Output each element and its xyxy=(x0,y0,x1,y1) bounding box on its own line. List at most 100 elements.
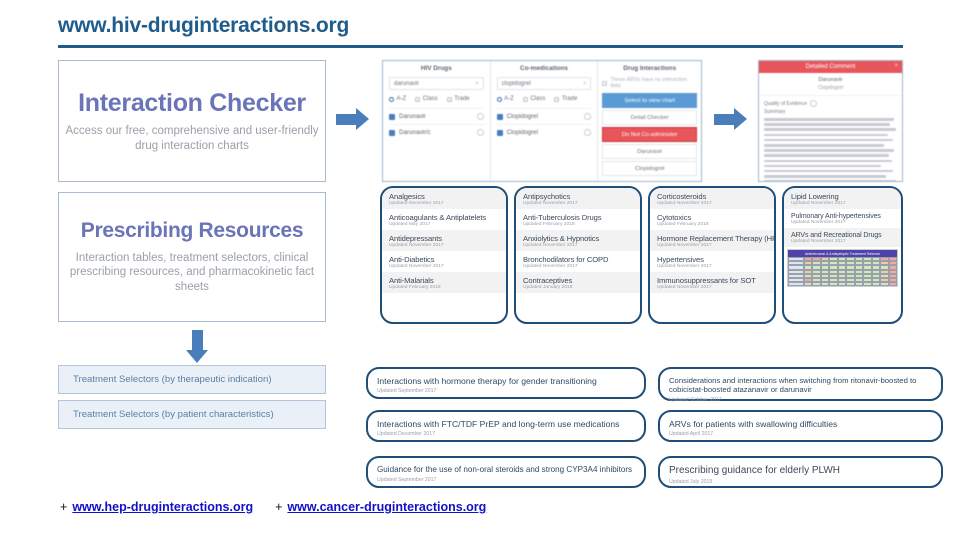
category-item[interactable]: Antipsychotics Updated November 2017 xyxy=(516,188,640,209)
list-item[interactable]: Darunavir/c xyxy=(389,124,484,140)
category-item[interactable]: ARVs and Recreational Drugs Updated Nove… xyxy=(784,228,901,247)
category-item[interactable]: Pulmonary Anti-hypertensives Updated Nov… xyxy=(784,209,901,228)
info-icon[interactable] xyxy=(476,113,484,120)
search-input[interactable]: darunavir × xyxy=(389,77,484,90)
link-hep-druginteractions[interactable]: www.hep-druginteractions.org xyxy=(72,500,254,514)
result-button-select-chart[interactable]: Select to view chart xyxy=(602,93,698,108)
category-item[interactable]: Anticoagulants & Antiplatelets Updated M… xyxy=(382,209,506,230)
category-name: Corticosteroids xyxy=(657,191,707,201)
treatment-selector-patient-characteristics[interactable]: Treatment Selectors (by patient characte… xyxy=(58,400,326,429)
filter-trade[interactable]: Trade xyxy=(554,96,577,102)
filter-trade[interactable]: Trade xyxy=(446,96,470,102)
filter-radios[interactable]: A-Z Class Trade xyxy=(389,96,484,102)
filter-az[interactable]: A-Z xyxy=(389,96,406,102)
result-button-detail-checker[interactable]: Detail Checker xyxy=(602,110,698,125)
category-group-3: Corticosteroids Updated November 2017 Cy… xyxy=(648,186,776,324)
resource-card-elderly-plwh[interactable]: Prescribing guidance for elderly PLWH Up… xyxy=(658,456,943,488)
resource-card-non-oral-steroids[interactable]: Guidance for the use of non-oral steroid… xyxy=(366,456,646,488)
resource-date: Updated July 2019 xyxy=(669,479,713,486)
filter-label: Trade xyxy=(454,96,470,102)
filter-radios[interactable]: A-Z Class Trade xyxy=(496,96,592,102)
clear-icon[interactable]: × xyxy=(475,80,479,87)
resource-card-prep-long-term[interactable]: Interactions with FTC/TDF PrEP and long-… xyxy=(366,410,646,442)
card-prescribing-resources[interactable]: Prescribing Resources Interaction tables… xyxy=(58,192,326,322)
category-item[interactable]: Contraceptives Updated January 2018 xyxy=(516,272,640,293)
list-item[interactable]: Clopidogrel xyxy=(496,108,592,124)
category-item[interactable]: Immunosuppressants for SOT Updated Novem… xyxy=(650,272,774,293)
checkbox-checked-icon[interactable] xyxy=(496,113,503,120)
screenshot-detailed-comment[interactable]: Detailed Comment × Darunavir Clopidogrel… xyxy=(758,60,903,182)
info-icon[interactable] xyxy=(476,129,484,136)
search-value: darunavir xyxy=(394,80,420,87)
category-item[interactable]: Hypertensives Updated November 2017 xyxy=(650,251,774,272)
category-item[interactable]: Lipid Lowering Updated November 2017 xyxy=(784,188,901,209)
bottom-link-hep-group: + www.hep-druginteractions.org xyxy=(60,500,253,514)
category-date: Updated November 2017 xyxy=(389,243,444,248)
category-date: Updated February 2018 xyxy=(657,222,709,227)
treatment-selector-therapeutic-indication[interactable]: Treatment Selectors (by therapeutic indi… xyxy=(58,365,326,394)
filter-class[interactable]: Class xyxy=(415,96,438,102)
clear-icon[interactable]: × xyxy=(582,80,587,87)
filter-label: A-Z xyxy=(504,96,514,102)
category-name: Lipid Lowering xyxy=(791,191,839,201)
category-item[interactable]: Anti-Tuberculosis Drugs Updated February… xyxy=(516,209,640,230)
category-date: Updated November 2017 xyxy=(523,201,578,206)
category-item[interactable]: Corticosteroids Updated November 2017 xyxy=(650,188,774,209)
category-group-1: Analgesics Updated December 2017 Anticoa… xyxy=(380,186,508,324)
close-icon[interactable]: × xyxy=(894,63,898,69)
resource-card-cobicistat-switch[interactable]: Considerations and interactions when swi… xyxy=(658,367,943,403)
resource-card-swallowing-difficulties[interactable]: ARVs for patients with swallowing diffic… xyxy=(658,410,943,442)
category-item[interactable]: Analgesics Updated December 2017 xyxy=(382,188,506,209)
arrow-right-icon xyxy=(714,108,748,131)
checkbox-checked-icon[interactable] xyxy=(389,129,395,136)
link-cancer-druginteractions[interactable]: www.cancer-druginteractions.org xyxy=(287,500,487,514)
resource-date: Updated September 2017 xyxy=(377,476,437,483)
category-name: Immunosuppressants for SOT xyxy=(657,275,756,285)
filter-az[interactable]: A-Z xyxy=(496,96,514,102)
category-item[interactable]: Cytotoxics Updated February 2018 xyxy=(650,209,774,230)
list-item[interactable]: Clopidogrel xyxy=(496,124,592,140)
quality-label: Quality of Evidence xyxy=(764,100,808,107)
radio-off-icon xyxy=(554,96,560,102)
category-item[interactable]: Anxiolytics & Hypnotics Updated November… xyxy=(516,230,640,251)
info-icon[interactable] xyxy=(810,100,818,107)
doc-body-text xyxy=(759,117,902,181)
result-button-darunavir[interactable]: Darunavir xyxy=(602,144,698,159)
card-interaction-checker[interactable]: Interaction Checker Access our free, com… xyxy=(58,60,326,182)
category-date: Updated December 2017 xyxy=(389,201,444,206)
info-icon[interactable] xyxy=(584,129,592,136)
checker-column-co-medications: Co-medications clopidogrel × A-Z Class T… xyxy=(491,61,599,181)
checkbox-checked-icon[interactable] xyxy=(389,113,395,120)
category-item[interactable]: Anti-Diabetics Updated November 2017 xyxy=(382,251,506,272)
category-group-2: Antipsychotics Updated November 2017 Ant… xyxy=(514,186,642,324)
resource-card-hormone-therapy[interactable]: Interactions with hormone therapy for ge… xyxy=(366,367,646,399)
category-item[interactable]: Bronchodilators for COPD Updated Novembe… xyxy=(516,251,640,272)
category-group-4: Lipid Lowering Updated November 2017 Pul… xyxy=(782,186,903,324)
category-date: Updated November 2017 xyxy=(389,264,444,269)
list-item[interactable]: Darunavir xyxy=(389,108,484,124)
category-date: Updated November 2017 xyxy=(657,264,712,269)
checker-column-results: Drug Interactions These ARVs have no int… xyxy=(598,61,701,181)
category-name: Bronchodilators for COPD xyxy=(523,254,609,264)
screenshot-interaction-checker[interactable]: HIV Drugs darunavir × A-Z Class Trade Da… xyxy=(382,60,702,182)
checkbox-checked-icon[interactable] xyxy=(496,129,503,136)
category-date: Updated November 2017 xyxy=(791,239,846,244)
resource-date: Updated September 2017 xyxy=(377,388,437,395)
category-item[interactable]: Hormone Replacement Therapy (HRT) Update… xyxy=(650,230,774,251)
summary-label: Summary xyxy=(764,109,786,115)
category-item[interactable]: Anti-Malarials Updated February 2018 xyxy=(382,272,506,293)
drug-name: Darunavir xyxy=(399,113,426,120)
treatment-selector-thumbnail[interactable]: Antiretroviral & Antiepileptic Treatment… xyxy=(787,249,898,288)
category-name: Anti-Diabetics xyxy=(389,254,435,264)
radio-off-icon xyxy=(415,96,421,102)
result-button-clopidogrel[interactable]: Clopidogrel xyxy=(602,161,698,176)
result-button-do-not-coadminister[interactable]: Do Not Co-administer xyxy=(602,127,698,142)
category-date: Updated February 2018 xyxy=(523,222,575,227)
category-item[interactable]: Antidepressants Updated November 2017 xyxy=(382,230,506,251)
info-icon[interactable] xyxy=(584,113,592,120)
radio-off-icon xyxy=(446,96,452,102)
search-input[interactable]: clopidogrel × xyxy=(496,77,592,90)
filter-class[interactable]: Class xyxy=(522,96,545,102)
results-note: These ARVs have no interaction data xyxy=(602,77,697,89)
resource-title: ARVs for patients with swallowing diffic… xyxy=(669,419,838,429)
